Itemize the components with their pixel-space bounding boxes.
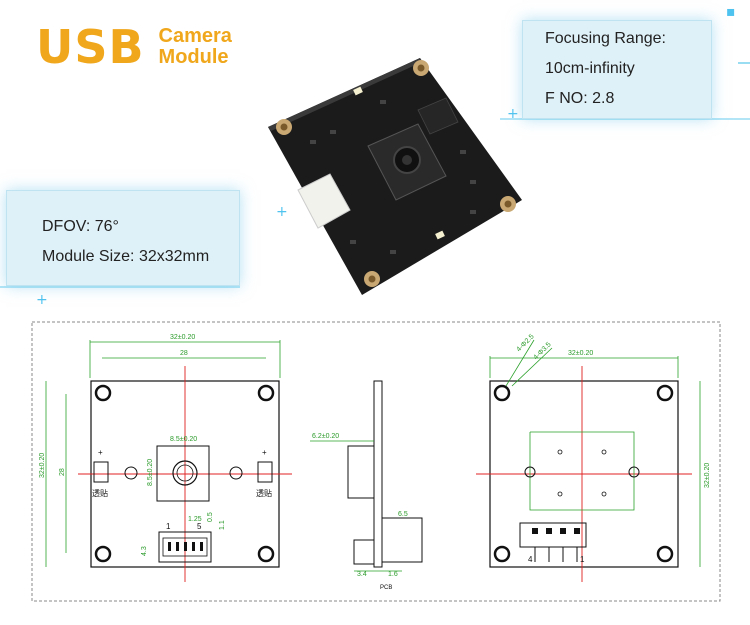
transparent-sticker-label: 透贴: [92, 488, 108, 498]
glow-line-top-right: [500, 118, 750, 120]
plus-sign: +: [262, 448, 267, 457]
sparkle-icon: +: [507, 106, 519, 122]
sparkle-icon: ▪: [726, 4, 736, 20]
drawing-frame: [31, 321, 721, 602]
logo-subtitle-line2: Module: [158, 46, 229, 68]
spec-module-size: Module Size: 32x32mm: [42, 248, 210, 265]
conn-pitch-dim: 1.25: [188, 516, 202, 523]
pcb-label: PCB: [380, 585, 392, 591]
lens-height-dim: 8.5±0.20: [147, 459, 154, 486]
spec-panel-right: Focusing Range: 10cm-infinity F NO: 2.8: [522, 20, 712, 119]
front-height-dim: 32±0.20: [39, 453, 46, 478]
spec-focus-range-label: Focusing Range:: [545, 30, 666, 47]
camera-board-photo: [268, 58, 522, 295]
conn-side-dim: 4.3: [141, 546, 148, 556]
spec-dfov: DFOV: 76°: [42, 218, 119, 235]
back-conn-pin4-label: 4: [528, 555, 533, 564]
logo-usb-text: USB: [36, 20, 145, 74]
sparkle-icon: +: [36, 292, 48, 308]
front-inner-width-dim: 28: [180, 350, 188, 357]
plus-sign: +: [98, 448, 103, 457]
chip: [417, 97, 459, 135]
brand-logo: USB Camera Module: [36, 24, 232, 70]
side-lens-height-dim: 6.2±0.20: [312, 433, 339, 440]
side-view: 6.2±0.20 3.4 1.6 PCB 6.5: [310, 380, 423, 591]
back-height-dim: 32±0.20: [704, 463, 711, 488]
sparkle-icon: +: [276, 204, 288, 220]
conn-small-dim-2: 1.1: [219, 520, 226, 530]
glow-line-right-side: [738, 62, 750, 64]
transparent-sticker-label: 透贴: [256, 488, 272, 498]
front-view: 32±0.20 28 32±0.20 28 8.5±0.20 8.5±0.20 …: [39, 334, 292, 582]
front-inner-height-dim: 28: [59, 468, 66, 476]
logo-subtitle: Camera Module: [159, 26, 232, 68]
spec-fno: F NO: 2.8: [545, 90, 615, 107]
hole-dim-1: 4-Φ2.5: [515, 333, 535, 353]
white-connector: [297, 173, 351, 229]
side-conn-dim: 6.5: [398, 511, 408, 518]
side-bottom-dim-2: 1.6: [388, 571, 398, 578]
back-view: 32±0.20 32±0.20 4-Φ2.5 4-Φ3.5 4 1: [476, 333, 711, 582]
spec-focus-range-value: 10cm-infinity: [545, 60, 635, 77]
back-width-dim: 32±0.20: [568, 350, 593, 357]
spec-panel-left: DFOV: 76° Module Size: 32x32mm: [6, 190, 240, 286]
conn-pin1-label: 1: [166, 522, 171, 531]
conn-small-dim-1: 0.5: [207, 512, 214, 522]
glow-line-left: [0, 286, 240, 288]
lens-width-dim: 8.5±0.20: [170, 436, 197, 443]
logo-subtitle-line1: Camera: [158, 25, 232, 47]
side-bottom-dim-1: 3.4: [357, 571, 367, 578]
back-conn-pin1-label: 1: [580, 555, 585, 564]
conn-pin5-label: 5: [197, 522, 202, 531]
front-width-dim: 32±0.20: [170, 334, 195, 341]
